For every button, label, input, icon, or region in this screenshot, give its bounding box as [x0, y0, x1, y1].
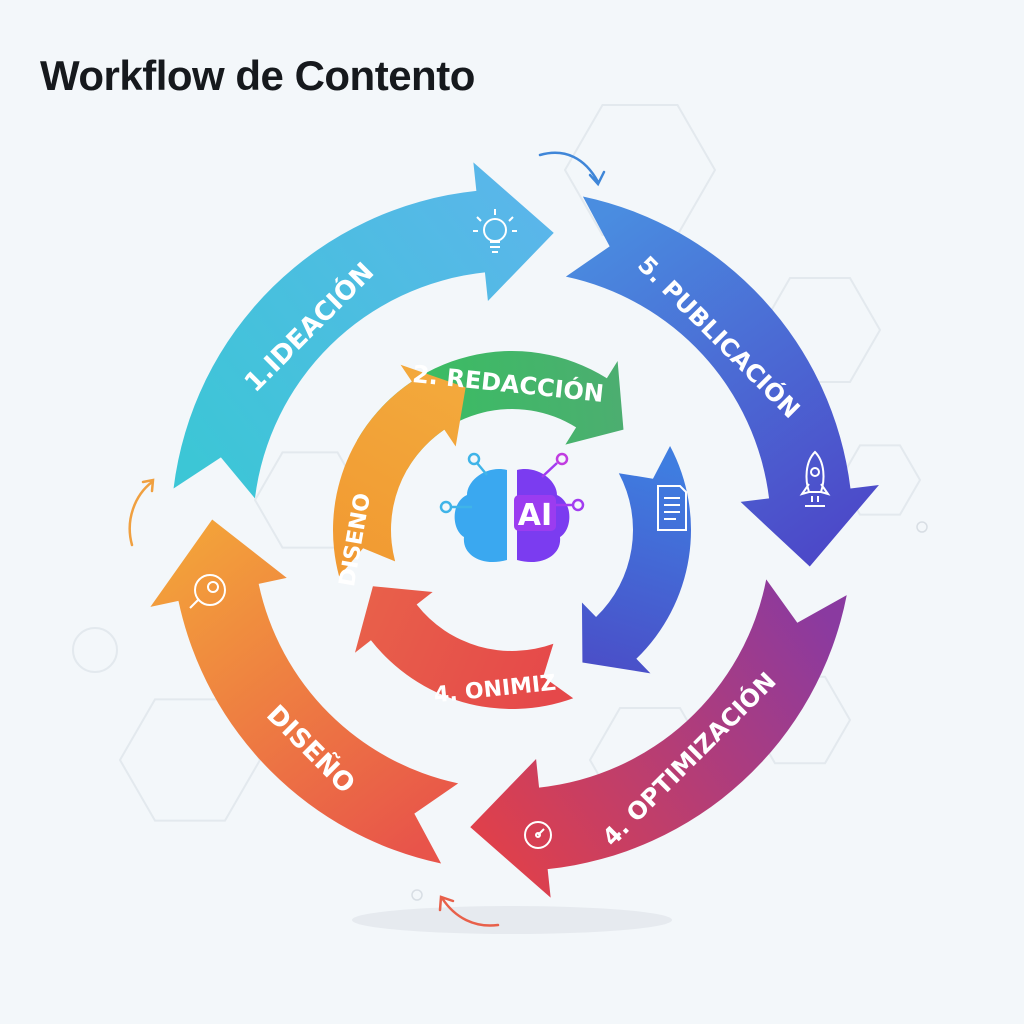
inner-arrow-diseno-inner — [333, 364, 466, 577]
stage-arrow-publicacion — [565, 196, 879, 567]
ai-brain-icon: AI — [439, 452, 585, 563]
stage-arrow-optimizacion — [470, 579, 847, 898]
brain-gear-icon — [189, 574, 226, 609]
stage-arrow-ideacion — [173, 162, 554, 499]
stage-arrow-diseno — [150, 519, 459, 864]
inner-arrow-onimiz — [354, 586, 574, 709]
inner-arrow-document — [581, 445, 691, 674]
ai-label: AI — [518, 498, 552, 533]
document-icon — [657, 485, 687, 531]
lightbulb-icon — [473, 209, 517, 253]
cycle-arrow-icon — [128, 478, 155, 547]
page-title: Workflow de Contento — [40, 52, 475, 99]
cycle-arrow-icon — [538, 151, 606, 187]
gauge-icon — [524, 821, 552, 849]
cycle-arrow-icon — [438, 895, 500, 927]
rocket-icon — [799, 450, 831, 507]
